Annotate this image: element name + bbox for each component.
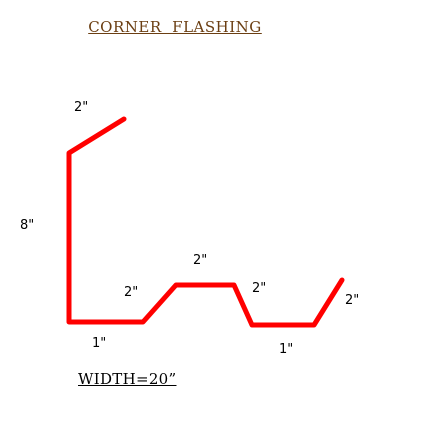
- dim-right-riser: 2": [252, 281, 267, 296]
- dim-left-riser: 2": [124, 285, 139, 300]
- dim-end-flange: 2": [345, 293, 360, 308]
- flashing-profile-line: [66, 116, 345, 328]
- dim-bottom-right: 1": [279, 342, 294, 357]
- dim-height: 8": [20, 218, 35, 233]
- dim-bottom-left: 1": [92, 336, 107, 351]
- diagram-title: CORNER FLASHING: [88, 18, 262, 36]
- dim-top-flat: 2": [193, 253, 208, 268]
- dim-top-flange: 2": [74, 100, 89, 115]
- width-label: WIDTH=20”: [78, 370, 177, 388]
